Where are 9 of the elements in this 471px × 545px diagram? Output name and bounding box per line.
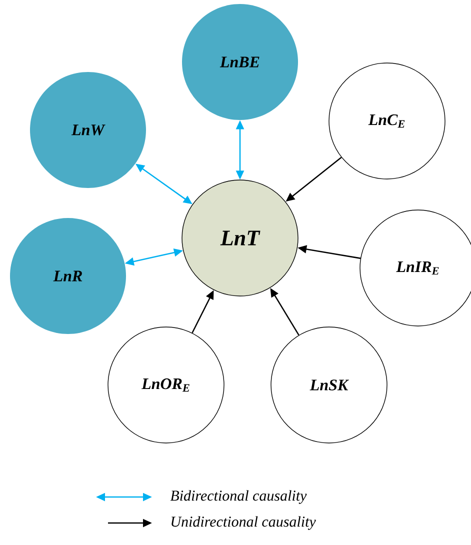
- circle-node: LnC$_{E}$: [328, 62, 446, 180]
- circle-node: LnSK: [270, 326, 388, 444]
- circle-node: LnR: [10, 218, 126, 334]
- circle-node: LnBE: [182, 4, 298, 120]
- circle-node: LnT: [182, 180, 298, 296]
- circle-node: LnOR$_{E}$: [108, 326, 224, 444]
- legend-text: Unidirectional causality: [172, 516, 316, 530]
- legend-text: Bidirectional causality: [170, 490, 307, 504]
- circle-node: LnW: [30, 72, 146, 188]
